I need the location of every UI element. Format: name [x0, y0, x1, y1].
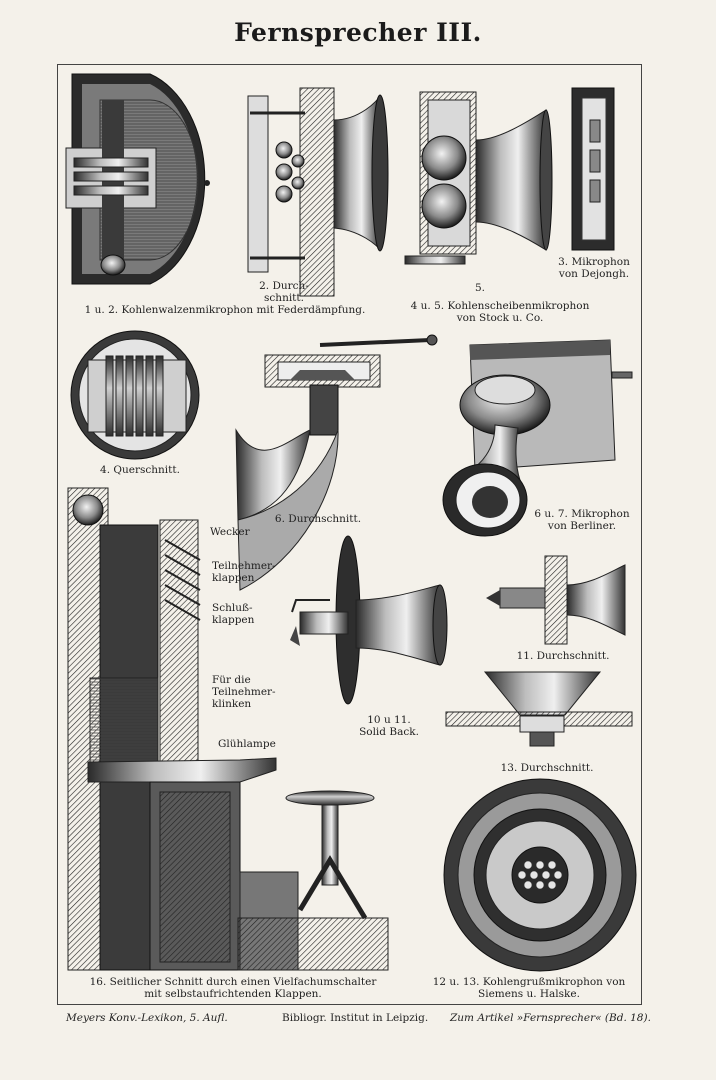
caption-fig13: 13. Durchschnitt. — [500, 762, 594, 774]
fig3-dejongh-microphone — [571, 87, 615, 251]
fig12-siemens-microphone — [443, 778, 637, 972]
caption-fig12-13: 12 u. 13. Kohlengrußmikrophon von Siemen… — [432, 976, 626, 1000]
plate-frame — [57, 64, 642, 1005]
caption-fig2: 2. Durch- schnitt. — [259, 280, 309, 304]
footer-article: Zum Artikel »Fernsprecher« (Bd. 18). — [450, 1012, 651, 1024]
caption-fig5: 5. — [474, 282, 486, 294]
caption-fig10-11: 10 u 11. Solid Back. — [359, 714, 419, 738]
fig11-cross-section — [486, 555, 626, 645]
caption-fig1-2: 1 u. 2. Kohlenwalzenmikrophon mit Federd… — [84, 304, 366, 316]
fig5-carbon-disk-microphone — [404, 91, 553, 265]
fig10-solid-back-microphone — [290, 535, 448, 705]
caption-fig6-7: 6 u. 7. Mikrophon von Berliner. — [534, 508, 630, 532]
label-teilnehmerklappen: Teilnehmer- klappen — [212, 560, 276, 584]
fig13-cross-section — [445, 671, 633, 747]
label-schlussklappen: Schluß- klappen — [212, 602, 255, 626]
caption-fig4: 4. Querschnitt. — [100, 464, 180, 476]
footer-publisher: Meyers Konv.-Lexikon, 5. Aufl. — [66, 1012, 228, 1024]
caption-fig3: 3. Mikrophon von Dejongh. — [558, 256, 630, 280]
fig7-berliner-microphone — [442, 339, 633, 537]
caption-fig16: 16. Seitlicher Schnitt durch einen Vielf… — [89, 976, 377, 1000]
fig2-cross-section — [247, 87, 389, 297]
fig1-carbon-roller-microphone — [65, 73, 210, 285]
caption-fig4-5: 4 u. 5. Kohlenscheibenmikrophon von Stoc… — [410, 300, 590, 324]
footer-institute: Bibliogr. Institut in Leipzig. — [282, 1012, 429, 1024]
label-gluehlampe: Glühlampe — [218, 738, 276, 750]
fig4-cross-section — [70, 330, 200, 460]
caption-fig11: 11. Durchschnitt. — [516, 650, 610, 662]
label-wecker: Wecker — [210, 526, 250, 538]
caption-fig6: 6. Durchschnitt. — [274, 513, 362, 525]
page-title: Fernsprecher III. — [234, 18, 482, 47]
fig6-cross-section — [235, 334, 438, 591]
label-klinken: Für die Teilnehmer- klinken — [212, 674, 276, 710]
fig16-switchboard-section — [67, 487, 389, 971]
